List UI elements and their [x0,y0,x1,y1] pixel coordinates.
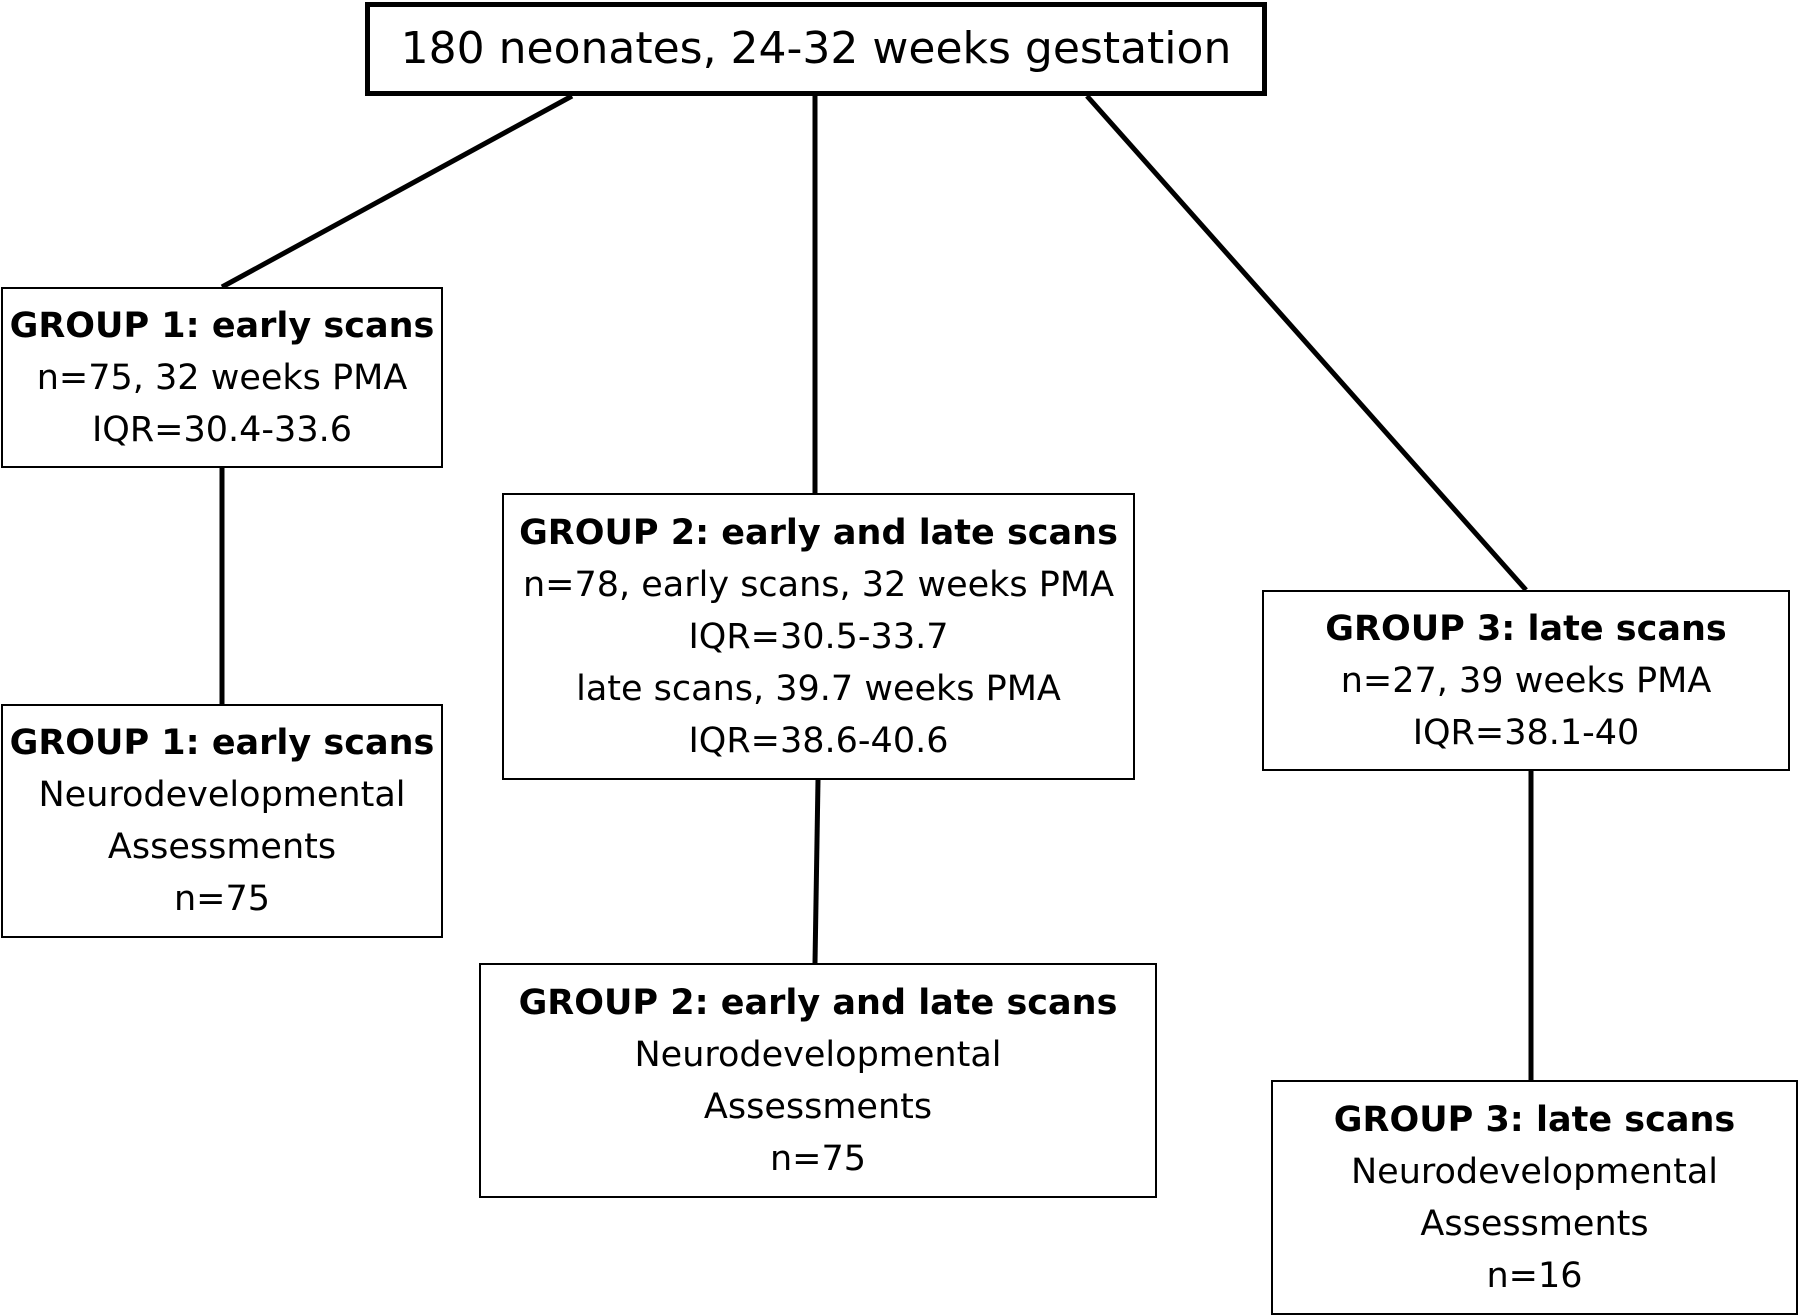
cohort-label: 180 neonates, 24-32 weeks gestation [400,23,1232,74]
group3-scans-count: n=27, 39 weeks PMA [1340,660,1712,701]
cohort-box: 180 neonates, 24-32 weeks gestation [365,2,1267,96]
group1-scans-title: GROUP 1: early scans [9,305,435,346]
group3-scans-title: GROUP 3: late scans [1325,608,1727,649]
connector-root-to-group3 [1085,94,1528,592]
group2-assessments-label-line1: Neurodevelopmental [634,1034,1002,1075]
group3-assessments-box: GROUP 3: late scans Neurodevelopmental A… [1271,1080,1798,1315]
group2-assessments-title: GROUP 2: early and late scans [518,982,1118,1023]
group2-early-scans-count: n=78, early scans, 32 weeks PMA [522,564,1115,605]
group3-scans-iqr: IQR=38.1-40 [1412,712,1640,753]
group2-scans-title: GROUP 2: early and late scans [519,512,1118,553]
group2-early-scans-iqr: IQR=30.5-33.7 [688,616,949,657]
connector-root-to-group1 [220,93,574,290]
group2-assessments-label-line2: Assessments [703,1086,933,1127]
group1-assessments-count: n=75 [173,879,271,919]
group2-late-scans-iqr: IQR=38.6-40.6 [688,720,949,761]
group3-assessments-count: n=16 [1486,1255,1583,1296]
connector-group2-scans-to-assessments [812,779,821,964]
group2-late-scans-pma: late scans, 39.7 weeks PMA [576,668,1061,709]
group3-scans-box: GROUP 3: late scans n=27, 39 weeks PMA I… [1262,590,1790,771]
group3-assessments-title: GROUP 3: late scans [1333,1099,1736,1140]
group1-scans-iqr: IQR=30.4-33.6 [91,409,352,450]
group1-assessments-title: GROUP 1: early scans [9,723,435,763]
group1-scans-box: GROUP 1: early scans n=75, 32 weeks PMA … [1,287,443,468]
group1-assessments-box: GROUP 1: early scans Neurodevelopmental … [1,704,443,938]
group3-assessments-label-line2: Assessments [1420,1203,1649,1244]
group2-scans-box: GROUP 2: early and late scans n=78, earl… [502,493,1135,780]
group2-assessments-count: n=75 [769,1138,867,1179]
group2-assessments-box: GROUP 2: early and late scans Neurodevel… [479,963,1157,1198]
group1-assessments-label-line2: Assessments [107,827,337,867]
group3-assessments-label-line1: Neurodevelopmental [1351,1151,1718,1192]
group1-assessments-label-line1: Neurodevelopmental [38,775,406,815]
group1-scans-count: n=75, 32 weeks PMA [36,357,408,398]
